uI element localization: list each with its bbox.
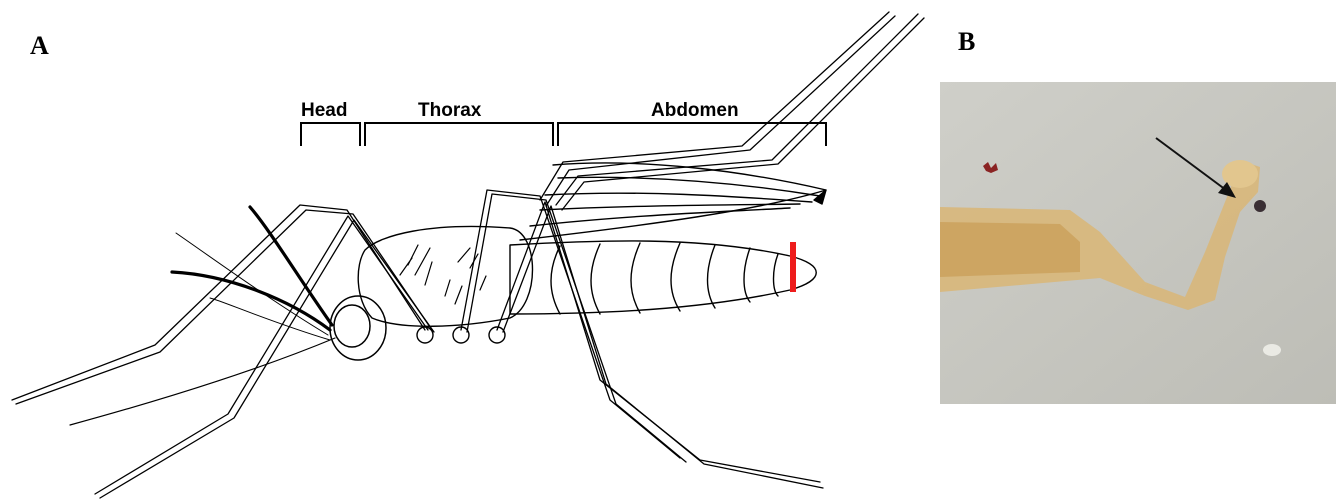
- abdomen-bracket: [558, 123, 826, 146]
- thorax-label: Thorax: [418, 100, 482, 121]
- panel-label-b: B: [958, 27, 975, 57]
- thorax-bracket: [365, 123, 553, 146]
- abdomen-label: Abdomen: [651, 100, 739, 121]
- head: [330, 296, 386, 360]
- red-marker: [790, 242, 796, 292]
- mosquito-diagram: Head Thorax Abdomen: [0, 0, 940, 504]
- dark-spot: [1254, 200, 1266, 212]
- abdomen: [510, 241, 816, 314]
- segment-brackets: [301, 123, 826, 146]
- head-label: Head: [301, 100, 347, 121]
- front-legs: [12, 205, 434, 498]
- thorax: [358, 227, 532, 343]
- middle-legs: [461, 190, 823, 488]
- head-bracket: [301, 123, 360, 146]
- white-speck: [1263, 344, 1281, 356]
- microscope-photo: [940, 82, 1336, 404]
